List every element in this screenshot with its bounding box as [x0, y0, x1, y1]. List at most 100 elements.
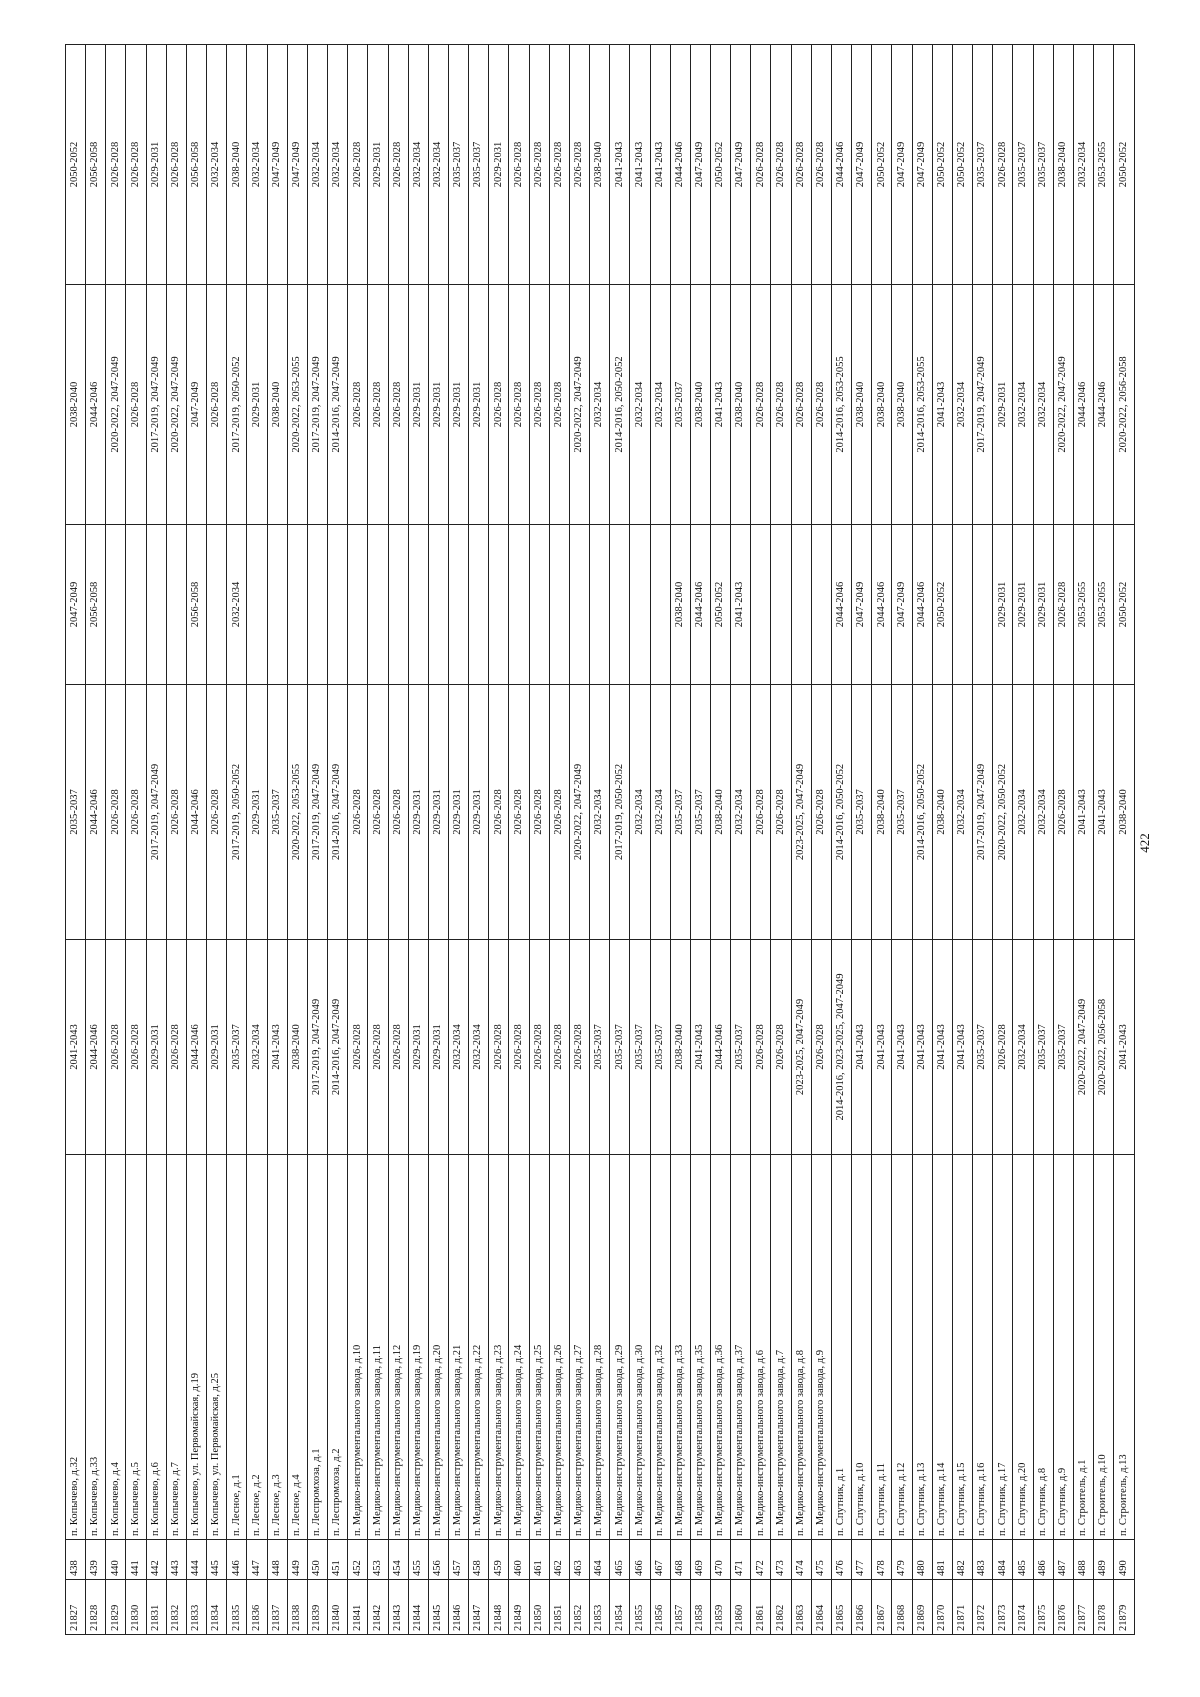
cell-period-col-2: 2026-2028	[206, 684, 227, 940]
cell-item-number: 481	[932, 1539, 953, 1580]
cell-period-col-4: 2029-2031	[468, 284, 489, 525]
cell-period-col-4: 2038-2040	[851, 284, 872, 525]
cell-period-col-4: 2020-2022, 2056-2058	[1113, 284, 1135, 525]
cell-address: п. Медико-инструментального завода, д.36	[710, 1154, 731, 1540]
cell-period-col-5: 2050-2052	[871, 44, 892, 285]
cell-period-col-3	[609, 524, 630, 685]
cell-row-id: 21864	[811, 1579, 832, 1635]
cell-period-col-2: 2026-2028	[1053, 684, 1074, 940]
cell-period-col-3	[307, 524, 328, 685]
cell-period-col-3	[650, 524, 671, 685]
cell-period-col-2: 2026-2028	[166, 684, 187, 940]
cell-period-col-4: 2044-2046	[1093, 284, 1114, 525]
cell-period-col-3	[589, 524, 610, 685]
cell-period-col-4: 2038-2040	[891, 284, 913, 525]
cell-period-col-5: 2032-2034	[1073, 44, 1094, 285]
cell-period-col-5: 2026-2028	[125, 44, 147, 285]
cell-address: п. Медико-инструментального завода, д.24	[508, 1154, 530, 1540]
cell-row-id: 21849	[508, 1579, 530, 1635]
cell-period-col-3: 2044-2046	[871, 524, 892, 685]
cell-period-col-1: 2014-2016, 2047-2049	[327, 939, 348, 1155]
cell-period-col-1: 2020-2022, 2056-2058	[1093, 939, 1114, 1155]
cell-address: п. Лесное, д.2	[246, 1154, 268, 1540]
cell-period-col-4: 2029-2031	[428, 284, 449, 525]
cell-item-number: 485	[1012, 1539, 1033, 1580]
cell-period-col-4: 2026-2028	[750, 284, 771, 525]
cell-period-col-4: 2017-2019, 2047-2049	[972, 284, 993, 525]
cell-period-col-3	[246, 524, 268, 685]
cell-row-id: 21838	[287, 1579, 308, 1635]
cell-period-col-4: 2020-2022, 2047-2049	[1053, 284, 1074, 525]
cell-address: п. Медико-инструментального завода, д.11	[367, 1154, 388, 1540]
cell-period-col-1: 2041-2043	[267, 939, 288, 1155]
cell-item-number: 460	[508, 1539, 530, 1580]
cell-period-col-4: 2014-2016, 2050-2052	[609, 284, 630, 525]
cell-row-id: 21856	[650, 1579, 671, 1635]
cell-address: п. Копычево, д.4	[105, 1154, 126, 1540]
cell-address: п. Медико-инструментального завода, д.30	[629, 1154, 651, 1540]
cell-row-id: 21829	[105, 1579, 126, 1635]
cell-row-id: 21845	[428, 1579, 449, 1635]
cell-period-col-5: 2056-2058	[186, 44, 207, 285]
cell-row-id: 21878	[1093, 1579, 1114, 1635]
cell-row-id: 21848	[488, 1579, 509, 1635]
cell-period-col-5: 2050-2052	[932, 44, 953, 285]
cell-address: п. Спутник, д.10	[851, 1154, 872, 1540]
cell-period-col-5: 2047-2049	[267, 44, 288, 285]
cell-period-col-4: 2032-2034	[650, 284, 671, 525]
cell-period-col-3	[750, 524, 771, 685]
cell-row-id: 21860	[730, 1579, 751, 1635]
cell-item-number: 472	[750, 1539, 771, 1580]
cell-period-col-1: 2041-2043	[851, 939, 872, 1155]
cell-period-col-3	[972, 524, 993, 685]
cell-row-id: 21850	[529, 1579, 550, 1635]
cell-item-number: 477	[851, 1539, 872, 1580]
cell-address: п. Медико-инструментального завода, д.10	[347, 1154, 368, 1540]
cell-period-col-3	[488, 524, 509, 685]
cell-period-col-5: 2050-2052	[952, 44, 973, 285]
cell-address: п. Спутник, д.15	[952, 1154, 973, 1540]
cell-row-id: 21870	[932, 1579, 953, 1635]
cell-period-col-5: 2032-2034	[246, 44, 268, 285]
cell-period-col-4: 2038-2040	[871, 284, 892, 525]
cell-period-col-4: 2014-2016, 2047-2049	[327, 284, 348, 525]
cell-period-col-1: 2026-2028	[992, 939, 1013, 1155]
cell-period-col-2: 2020-2022, 2053-2055	[287, 684, 308, 940]
cell-row-id: 21855	[629, 1579, 651, 1635]
cell-item-number: 461	[529, 1539, 550, 1580]
cell-item-number: 451	[327, 1539, 348, 1580]
cell-period-col-5: 2026-2028	[508, 44, 530, 285]
cell-row-id: 21862	[770, 1579, 792, 1635]
cell-period-col-5: 2041-2043	[650, 44, 671, 285]
cell-item-number: 441	[125, 1539, 147, 1580]
cell-period-col-5: 2026-2028	[166, 44, 187, 285]
cell-row-id: 21869	[912, 1579, 933, 1635]
cell-address: п. Лесное, д.4	[287, 1154, 308, 1540]
cell-period-col-1: 2038-2040	[287, 939, 308, 1155]
cell-item-number: 490	[1113, 1539, 1135, 1580]
cell-period-col-3: 2044-2046	[831, 524, 852, 685]
cell-period-col-5: 2047-2049	[912, 44, 933, 285]
cell-item-number: 470	[710, 1539, 731, 1580]
cell-period-col-4: 2020-2022, 2047-2049	[105, 284, 126, 525]
cell-period-col-4: 2026-2028	[549, 284, 570, 525]
cell-period-col-4: 2020-2022, 2047-2049	[166, 284, 187, 525]
cell-period-col-2: 2038-2040	[710, 684, 731, 940]
cell-period-col-4: 2038-2040	[65, 284, 86, 525]
cell-period-col-2: 2041-2043	[1093, 684, 1114, 940]
cell-period-col-5: 2050-2052	[1113, 44, 1135, 285]
cell-period-col-2: 2026-2028	[811, 684, 832, 940]
cell-period-col-1: 2038-2040	[670, 939, 691, 1155]
cell-period-col-3	[408, 524, 429, 685]
cell-period-col-5: 2044-2046	[831, 44, 852, 285]
